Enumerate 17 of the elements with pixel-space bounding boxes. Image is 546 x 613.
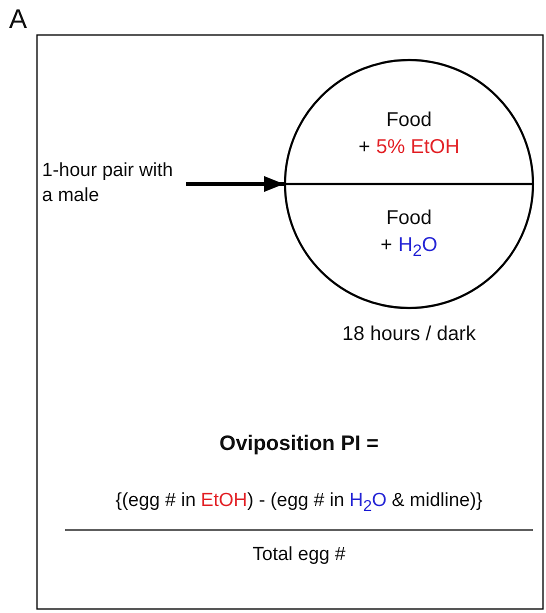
plus-sign: + — [380, 234, 392, 258]
arrow — [186, 176, 284, 192]
panel-letter: A — [9, 4, 28, 35]
plus-sign: + — [358, 136, 370, 159]
substance-term: H$_{2}$O — [349, 490, 387, 516]
numerator-text: {(egg # in — [115, 490, 196, 513]
annotation-text: 1-hour pair with a male — [42, 159, 174, 208]
compartment-label: Food — [386, 207, 432, 229]
compartment-label: Food — [386, 109, 432, 131]
additive-label: H$_{2}$O — [398, 234, 438, 261]
substance-term: EtOH — [200, 490, 248, 513]
denominator-text: Total egg # — [252, 544, 346, 566]
formula-title: Oviposition PI = — [218, 432, 380, 456]
additive-label: 5% EtOH — [376, 136, 460, 159]
condition-label: 18 hours / dark — [341, 323, 477, 346]
numerator-text: ) - (egg # in — [247, 490, 344, 513]
numerator-text: & midline)} — [392, 490, 483, 513]
